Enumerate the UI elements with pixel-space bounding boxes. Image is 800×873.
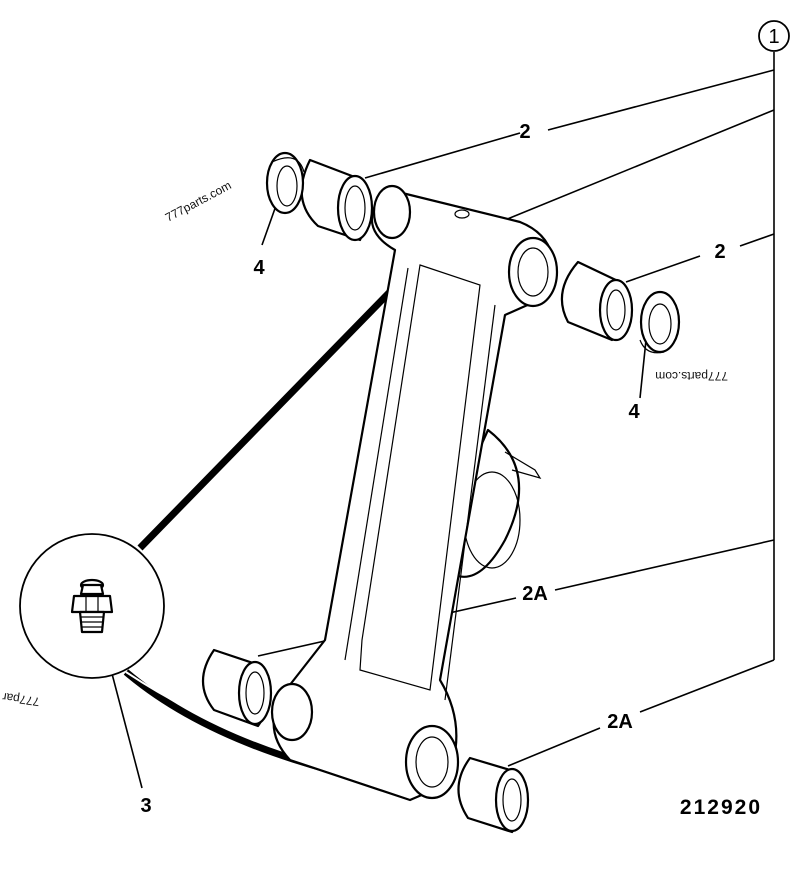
watermark-left-edge-mirrored: 777par bbox=[1, 690, 40, 709]
seal-ring-left bbox=[265, 151, 305, 215]
figure-number: 212920 bbox=[680, 796, 762, 819]
seal-ring-right bbox=[639, 290, 681, 354]
callout-2-right: 2 bbox=[714, 241, 725, 263]
callout-2a-middle: 2A bbox=[522, 583, 548, 605]
callout-item-1: 1 bbox=[758, 20, 790, 52]
link-arm bbox=[270, 184, 559, 802]
grease-nipple-icon bbox=[70, 578, 114, 634]
watermark-right-mirrored: 777parts.com bbox=[655, 369, 728, 383]
callout-3: 3 bbox=[140, 795, 151, 817]
callout-2-top: 2 bbox=[519, 121, 530, 143]
callout-4-right: 4 bbox=[628, 401, 640, 423]
bushing-bottom-right bbox=[457, 756, 530, 834]
grease-nipple-detail bbox=[19, 533, 165, 679]
bushing-top-right bbox=[560, 260, 634, 342]
callout-4-left: 4 bbox=[253, 257, 265, 279]
watermark-top-left: 777parts.com bbox=[163, 178, 234, 224]
bushing-top-left bbox=[300, 158, 374, 242]
callout-1-label: 1 bbox=[768, 26, 779, 48]
callout-2a-bottom: 2A bbox=[607, 711, 633, 733]
bushing-bottom-left bbox=[202, 648, 273, 728]
